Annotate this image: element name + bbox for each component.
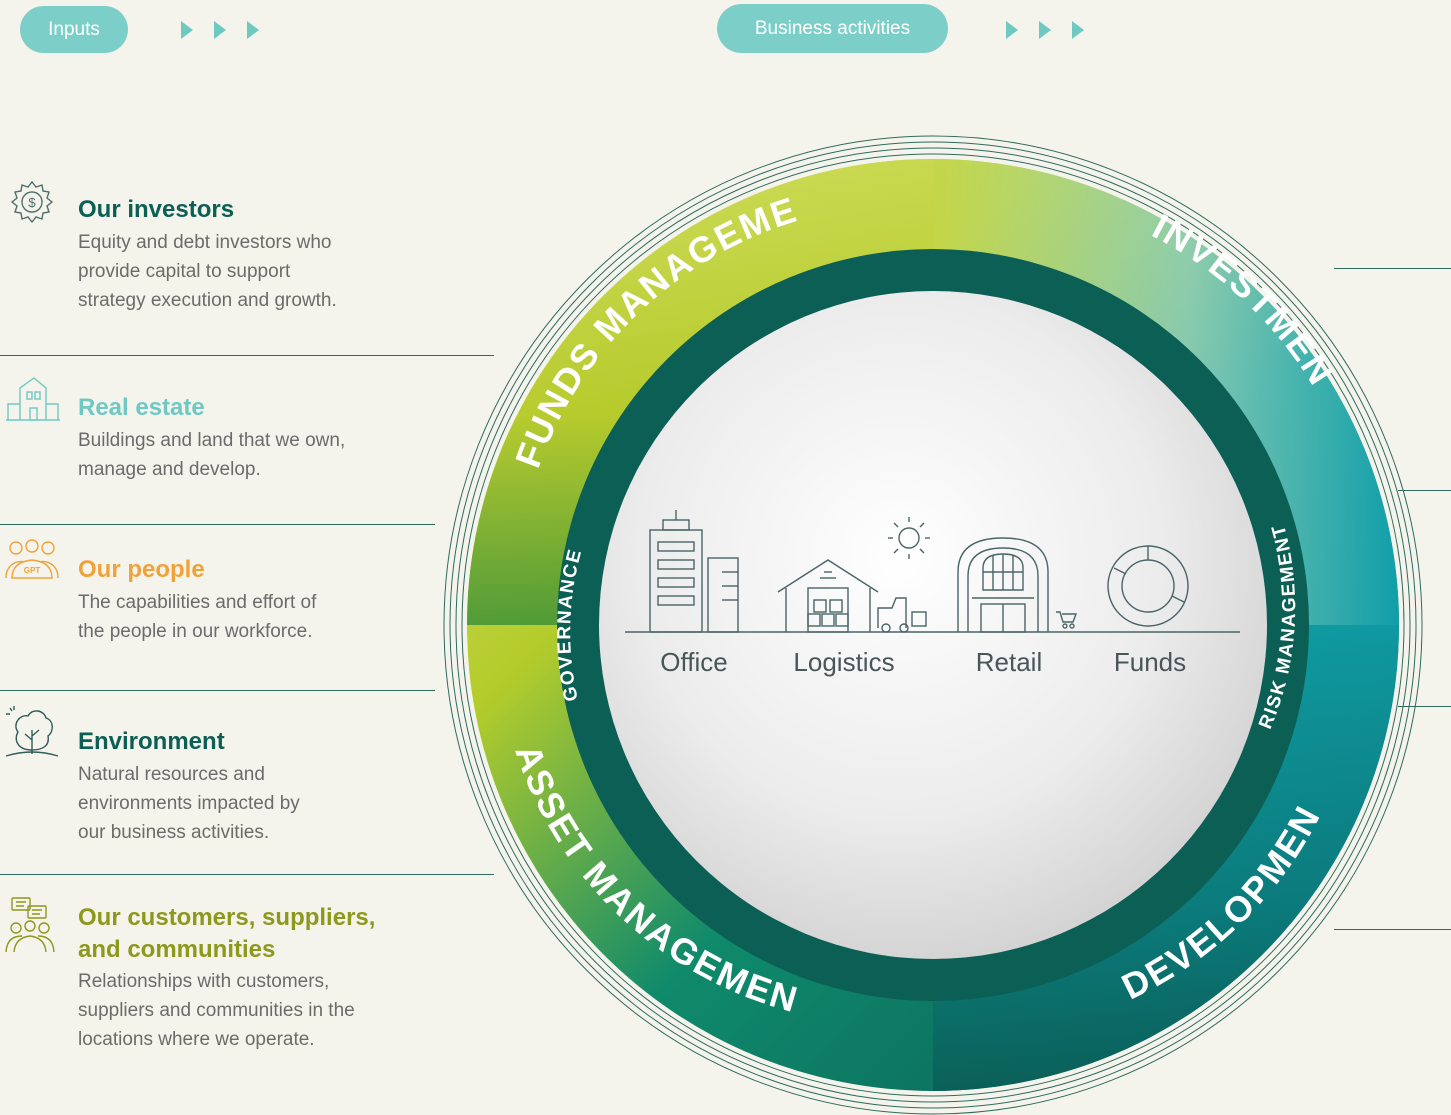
inputs-label: Inputs — [48, 18, 100, 40]
dollar-gear-icon: $ — [10, 180, 54, 224]
description-line: suppliers and communities in the — [78, 1000, 355, 1021]
description-line: provide capital to support — [78, 261, 291, 282]
input-our-people: GPT Our people The capabilities and effo… — [0, 538, 480, 648]
description-line: Buildings and land that we own, — [78, 430, 346, 451]
arrow-icon — [1039, 21, 1051, 39]
input-our-investors: $ Our investors Equity and debt investor… — [0, 178, 480, 318]
input-description: Equity and debt investors who provide ca… — [78, 228, 408, 315]
description-line: manage and develop. — [78, 459, 261, 480]
arrow-icon — [1072, 21, 1084, 39]
description-line: strategy execution and growth. — [78, 290, 337, 311]
input-title: Real estate — [78, 394, 205, 421]
input-description: The capabilities and effort of the peopl… — [78, 588, 408, 646]
funds-pie-icon — [1107, 545, 1189, 627]
description-line: Equity and debt investors who — [78, 232, 332, 253]
sector-office: Office — [660, 647, 727, 677]
input-description: Natural resources and environments impac… — [78, 760, 408, 847]
divider — [1334, 268, 1451, 269]
divider — [0, 874, 494, 875]
business-activities-pill: Business activities — [717, 4, 948, 53]
tree-icon — [5, 706, 59, 757]
description-line: environments impacted by — [78, 793, 300, 814]
office-building-icon — [649, 510, 739, 633]
inputs-arrows — [181, 21, 259, 39]
input-title: Environment — [78, 728, 225, 755]
badge-text: GPT — [24, 566, 41, 575]
input-title: Our people — [78, 556, 205, 583]
svg-text:$: $ — [28, 195, 36, 210]
divider — [1398, 490, 1451, 491]
inputs-pill: Inputs — [20, 6, 128, 53]
input-title: Our customers, suppliers, and communitie… — [78, 902, 375, 966]
community-chat-icon — [5, 897, 55, 952]
title-line: Our customers, suppliers, — [78, 904, 376, 931]
input-environment: Environment Natural resources and enviro… — [0, 704, 480, 844]
description-line: The capabilities and effort of — [78, 592, 317, 613]
input-real-estate: Real estate Buildings and land that we o… — [0, 374, 480, 484]
input-customers-suppliers-communities: Our customers, suppliers, and communitie… — [0, 896, 480, 1066]
title-line: and communities — [78, 936, 276, 963]
activities-arrows — [1006, 21, 1084, 39]
sector-logistics: Logistics — [793, 647, 894, 677]
building-icon — [6, 377, 60, 421]
arrow-icon — [1006, 21, 1018, 39]
arrow-icon — [214, 21, 226, 39]
input-title: Our investors — [78, 196, 235, 223]
people-group-icon: GPT — [5, 539, 59, 579]
sector-retail: Retail — [976, 647, 1042, 677]
description-line: locations where we operate. — [78, 1029, 315, 1050]
divider — [1334, 929, 1451, 930]
divider — [0, 524, 435, 525]
arrow-icon — [181, 21, 193, 39]
sun-icon — [888, 517, 930, 559]
business-activities-label: Business activities — [754, 17, 911, 39]
warehouse-icon — [777, 559, 927, 633]
description-line: the people in our workforce. — [78, 621, 313, 642]
sector-funds: Funds — [1114, 647, 1186, 677]
divider — [0, 355, 494, 356]
description-line: Relationships with customers, — [78, 971, 330, 992]
retail-building-icon — [957, 537, 1078, 633]
divider — [1398, 706, 1451, 707]
description-line: our business activities. — [78, 822, 270, 843]
input-description: Relationships with customers, suppliers … — [78, 967, 408, 1054]
description-line: Natural resources and — [78, 764, 265, 785]
input-description: Buildings and land that we own, manage a… — [78, 426, 408, 484]
divider — [0, 690, 435, 691]
arrow-icon — [247, 21, 259, 39]
